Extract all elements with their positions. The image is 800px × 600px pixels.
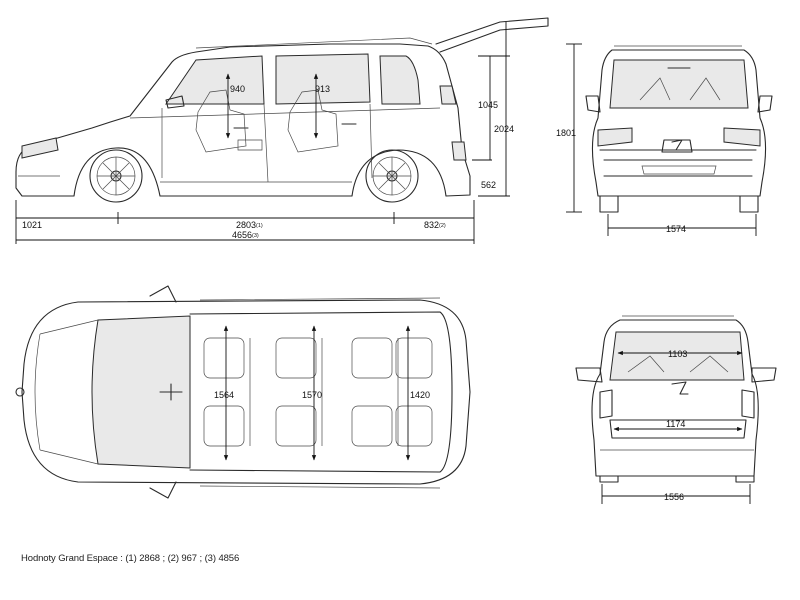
footnote: Hodnoty Grand Espace : (1) 2868 ; (2) 96… [21,553,240,564]
dim-rear-tailgate: 1174 [666,419,685,429]
front-view-drawing [585,45,773,213]
dim-rear-track: 1556 [664,492,684,502]
side-view-dimensions: 1021 2803(1) 832(2) 4656(3) 940 913 1045… [15,22,514,244]
dim-rear-window: 1103 [668,349,687,359]
dim-front-overhang-note: (2) [439,223,446,229]
rear-view-dimensions: 1103 1174 1556 [601,349,751,504]
dim-top-row2: 1570 [302,390,322,400]
dim-seat-front: 940 [230,84,245,94]
dim-seat-rear: 913 [315,84,330,94]
dim-top-row3: 1420 [410,390,430,400]
side-view-drawing [15,17,549,203]
dim-door-height: 1045 [478,100,498,110]
dim-wheelbase-note: (1) [256,223,263,229]
dim-front-overhang: 832(2) [424,220,446,230]
front-view-dimensions: 1801 1574 [556,43,757,236]
top-view-dimensions: 1564 1570 1420 [214,325,430,461]
dim-front-track: 1574 [666,224,686,234]
dim-wheelbase: 2803(1) [236,220,263,230]
dim-ground-sill: 562 [481,180,496,190]
dim-length-note: (3) [252,233,259,239]
dim-front-height: 1801 [556,128,576,138]
dim-height: 2024 [494,124,514,134]
rear-view-drawing [575,315,777,483]
dim-rear-overhang: 1021 [22,220,42,230]
dim-length: 4656(3) [232,230,259,240]
top-view-drawing [15,285,471,499]
dim-top-row1: 1564 [214,390,234,400]
